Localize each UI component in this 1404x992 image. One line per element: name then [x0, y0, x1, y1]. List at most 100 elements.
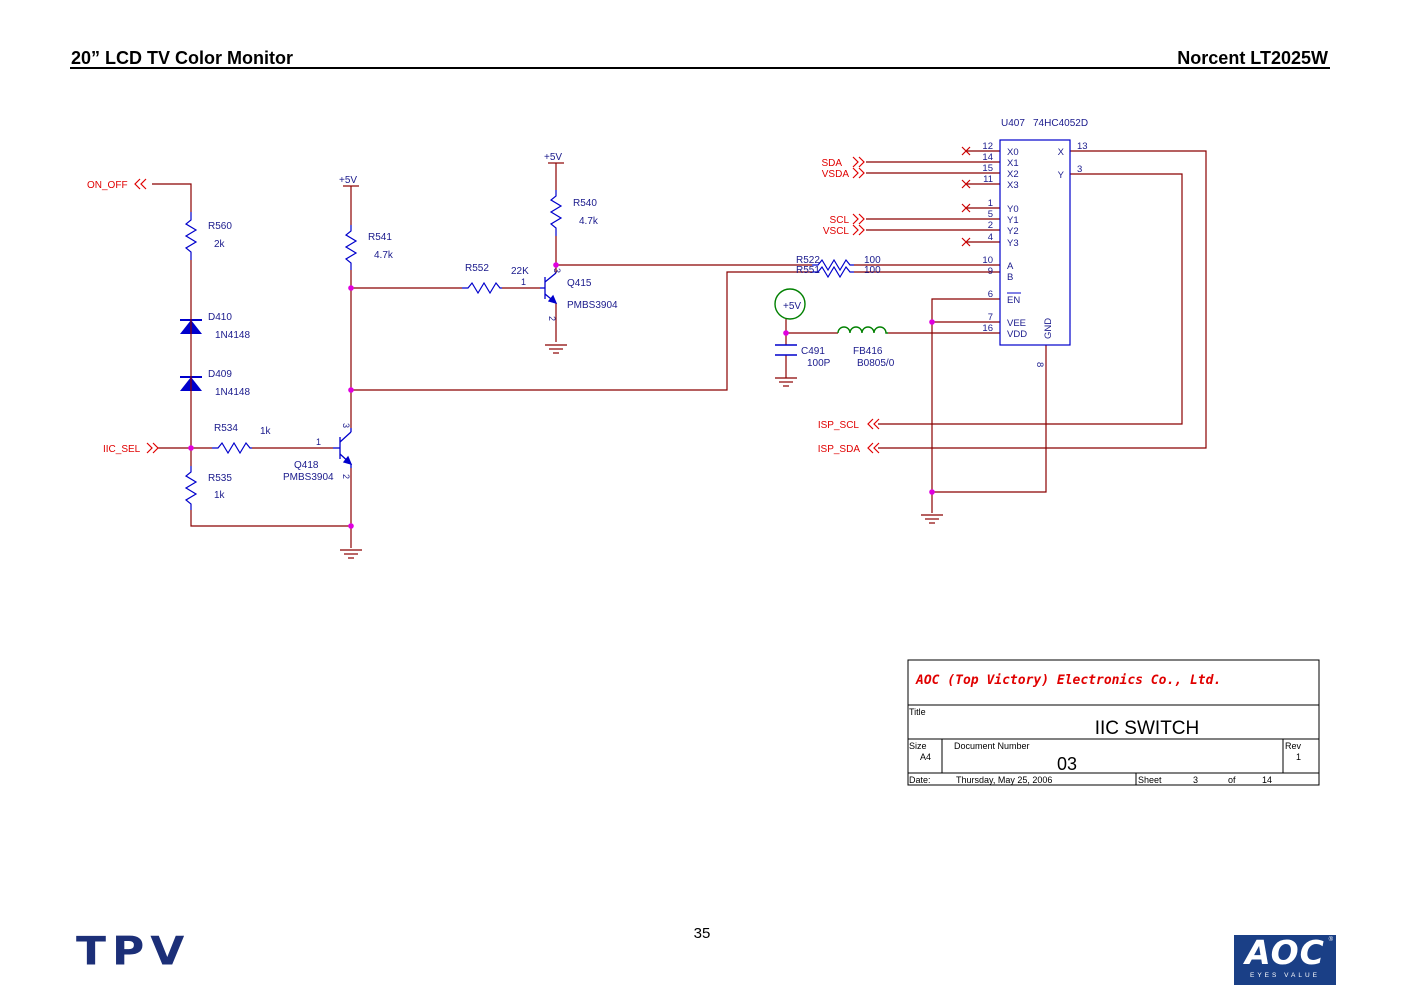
- iic-sel-connector: [146, 442, 159, 454]
- r535-ref: R535: [208, 473, 232, 484]
- date-value: Thursday, May 25, 2006: [956, 775, 1052, 785]
- gnd-q418: [340, 549, 362, 559]
- aoc-logo-text: AOC: [1245, 933, 1325, 972]
- u407-ref: U407: [1001, 118, 1025, 129]
- aoc-logo-tagline: EYES VALUE: [1250, 972, 1320, 979]
- sheet-value: 3: [1193, 775, 1198, 785]
- vsda-connector: [852, 167, 865, 179]
- r551-symbol: [812, 265, 854, 279]
- r551-value: 100: [864, 265, 881, 276]
- gnd-q415: [545, 344, 567, 354]
- r534-ref: R534: [214, 423, 238, 434]
- r534-value: 1k: [260, 426, 272, 437]
- d409-symbol: [180, 369, 202, 395]
- c491-symbol: [775, 344, 797, 356]
- r541-value: 4.7k: [374, 250, 394, 261]
- u407-pin-name: X0: [1007, 147, 1019, 158]
- date-label: Date:: [909, 775, 931, 785]
- u407-pin-name: X: [1058, 147, 1065, 158]
- fb416-value: B0805/0: [857, 358, 895, 369]
- ground-symbols: [340, 344, 943, 559]
- page-number: 35: [693, 925, 711, 942]
- net-label-isp-scl: ISP_SCL: [818, 420, 860, 431]
- u407-pin-name: Y: [1058, 170, 1065, 181]
- header-left-title: 20” LCD TV Color Monitor: [71, 48, 293, 68]
- aoc-logo-reg: ®: [1328, 937, 1333, 943]
- wires: [152, 150, 1207, 548]
- sheet-total: 14: [1262, 775, 1272, 785]
- net-connectors: [134, 156, 880, 454]
- power-label-r540: +5V: [544, 152, 562, 163]
- r541-ref: R541: [368, 232, 392, 243]
- u407-pin-name: X3: [1007, 180, 1019, 191]
- q418-ref: Q418: [294, 460, 319, 471]
- r522-ref: R522: [796, 255, 820, 266]
- header-right-title: Norcent LT2025W: [1177, 48, 1328, 68]
- on-off-connector: [134, 178, 147, 190]
- q415-pin-b: 1: [521, 277, 526, 287]
- net-label-iic-sel: IIC_SEL: [103, 444, 141, 455]
- q415-symbol: [540, 272, 558, 305]
- u407-pin-name: VEE: [1007, 318, 1026, 329]
- sda-connector: [852, 156, 865, 168]
- net-label-isp-sda: ISP_SDA: [818, 444, 861, 455]
- q418-pin-b: 1: [316, 437, 321, 447]
- u407-pin-name: X2: [1007, 169, 1019, 180]
- u407-pin-name: Y2: [1007, 226, 1019, 237]
- u407-pin-num: 7: [988, 312, 993, 323]
- u407-pin-name: Y3: [1007, 238, 1019, 249]
- q418-pin-e: 2: [341, 474, 351, 479]
- r540-ref: R540: [573, 198, 597, 209]
- isp-scl-connector: [867, 418, 880, 430]
- u407-pin-num: 11: [983, 174, 993, 185]
- size-label: Size: [909, 741, 927, 751]
- u407-pin-name: A: [1007, 261, 1014, 272]
- r535-symbol: [184, 466, 198, 510]
- company-name: AOC (Top Victory) Electronics Co., Ltd.: [915, 673, 1221, 688]
- r552-value: 22K: [511, 266, 529, 277]
- r552-symbol: [462, 281, 502, 295]
- net-label-vscl: VSCL: [823, 226, 850, 237]
- u407-pin-name-gnd: GND: [1043, 318, 1054, 339]
- r535-value: 1k: [214, 490, 226, 501]
- net-label-on-off: ON_OFF: [87, 180, 128, 191]
- u407-pin-name: B: [1007, 272, 1013, 283]
- r540-value: 4.7k: [579, 216, 599, 227]
- u407-pin-num: 10: [982, 255, 993, 266]
- u407-pin-num: 6: [988, 289, 993, 300]
- u407-pin-num-gnd: 8: [1034, 362, 1045, 367]
- q418-symbol: [333, 428, 353, 468]
- drawing-title: IIC SWITCH: [1095, 718, 1200, 739]
- aoc-logo: AOC EYES VALUE ®: [1234, 935, 1336, 985]
- net-label-vsda: VSDA: [822, 169, 850, 180]
- of-label: of: [1228, 775, 1236, 785]
- u407-pin-num: 2: [988, 220, 993, 231]
- r522-symbol: [812, 258, 854, 272]
- d410-value: 1N4148: [215, 330, 250, 341]
- u407-pin-num: 13: [1077, 141, 1088, 152]
- net-label-sda: SDA: [821, 158, 842, 169]
- r552-ref: R552: [465, 263, 489, 274]
- rev-value: 1: [1296, 752, 1301, 762]
- d410-symbol: [180, 312, 202, 338]
- u407-pin-num: 9: [988, 266, 993, 277]
- q418-pin-c: 3: [341, 423, 351, 428]
- vscl-connector: [852, 224, 865, 236]
- q415-pin-c: 3: [552, 268, 562, 273]
- q415-pin-e: 2: [547, 316, 557, 321]
- power-symbols: [343, 162, 564, 187]
- scl-connector: [852, 213, 865, 225]
- u407-pin-name: Y1: [1007, 215, 1019, 226]
- header-rule: [70, 67, 1330, 69]
- q418-value: PMBS3904: [283, 472, 334, 483]
- u407-pin-num: 12: [982, 141, 993, 152]
- u407-pin-name: X1: [1007, 158, 1019, 169]
- c491-value: 100P: [807, 358, 831, 369]
- no-connect-marks: [961, 146, 971, 247]
- q415-ref: Q415: [567, 278, 592, 289]
- u407-pin-name: VDD: [1007, 329, 1027, 340]
- resistors: [184, 190, 854, 510]
- d409-ref: D409: [208, 369, 232, 380]
